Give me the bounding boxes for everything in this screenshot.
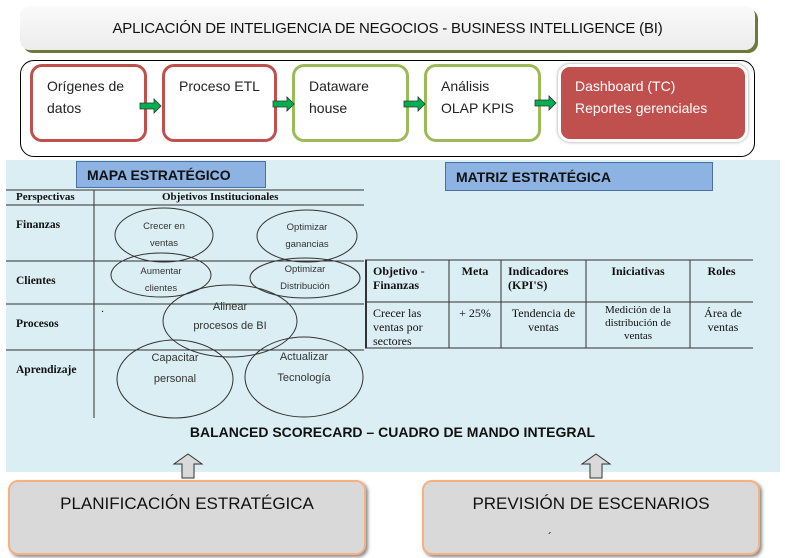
objective-line: Alinear (212, 301, 248, 313)
scorecard-panel (6, 160, 780, 472)
step-line: Proceso ETL (179, 78, 260, 94)
matrix-cell-indicador: Tendencia de ventas (511, 306, 576, 334)
step-dashboard: Dashboard (TC) Reportes gerenciales (558, 64, 748, 142)
step-olap: Análisis OLAP KPIS (424, 64, 541, 142)
matrix-header-iniciativas: Iniciativas (611, 264, 665, 278)
row-procesos: Procesos (16, 318, 59, 330)
header-perspectivas: Perspectivas (16, 191, 75, 203)
prevision-label: PREVISIÓN DE ESCENARIOS (472, 494, 710, 513)
arrow-right-icon (534, 95, 557, 111)
page-title: APLICACIÓN DE INTELIGENCIA DE NEGOCIOS -… (20, 6, 755, 50)
objective-line: ganancias (285, 239, 329, 250)
matriz-estrategica-label: MATRIZ ESTRATÉGICA (445, 162, 713, 191)
row-clientes: Clientes (16, 275, 56, 287)
objective-line: Crecer en (143, 221, 185, 232)
objective-alinear-procesos: Alinear procesos de BI (193, 298, 266, 336)
step-data-sources: Orígenes de datos (30, 64, 147, 142)
objective-ellipse (249, 257, 361, 299)
objective-crecer-ventas: Crecer en ventas (143, 218, 185, 252)
objective-aumentar-clientes: Aumentar clientes (140, 263, 181, 297)
objective-line: personal (153, 373, 197, 385)
planificacion-estrategica-box: PLANIFICACIÓN ESTRATÉGICA (8, 480, 366, 555)
objective-ellipse (114, 207, 214, 263)
matrix-header-meta: Meta (461, 264, 489, 278)
header-objetivos: Objetivos Institucionales (162, 191, 279, 203)
arrow-up-icon (172, 453, 204, 479)
step-line: house (309, 100, 348, 116)
objective-line: Capacitar (151, 352, 199, 364)
objective-line: Actualizar (279, 351, 329, 363)
stray-mark: ´ (548, 530, 552, 544)
matrix-header-roles: Roles (707, 264, 736, 278)
step-line: Orígenes de (47, 78, 125, 94)
step-line: Dataware (309, 78, 369, 94)
row-aprendizaje: Aprendizaje (16, 364, 77, 376)
step-line: OLAP KPIS (441, 100, 514, 116)
matrix-cell-rol: Área de ventas (704, 306, 742, 334)
objective-line: ventas (150, 238, 178, 249)
matrix-header-indicadores: Indicadores (KPI'S) (508, 264, 569, 292)
objective-line: Optimizar (286, 222, 328, 233)
arrow-right-icon (272, 96, 295, 112)
step-datawarehouse: Dataware house (292, 64, 409, 142)
objective-ellipse (162, 284, 298, 358)
objective-line: clientes (144, 283, 178, 294)
matrix-cell-iniciativa: Medición de la distribución de ventas (605, 304, 671, 342)
objective-ellipse (116, 339, 234, 419)
step-line: Análisis (441, 78, 490, 94)
objective-ellipse (256, 209, 358, 263)
arrow-up-icon (580, 453, 612, 479)
matrix-cell-meta: + 25% (459, 306, 491, 320)
prevision-escenarios-box: PREVISIÓN DE ESCENARIOS (422, 480, 760, 555)
matrix-cell-objetivo: Crecer las ventas por sectores (373, 306, 423, 348)
objective-line: Distribución (280, 281, 330, 292)
planificacion-label: PLANIFICACIÓN ESTRATÉGICA (60, 494, 314, 513)
row-finanzas: Finanzas (16, 219, 61, 231)
objective-line: procesos de BI (193, 320, 267, 332)
mapa-estrategico-label: MAPA ESTRATÉGICO (76, 161, 266, 188)
objective-line: Aumentar (140, 266, 182, 277)
arrow-right-icon (403, 96, 426, 112)
objective-line: Tecnología (277, 372, 331, 384)
step-line: Dashboard (TC) (575, 78, 676, 94)
objective-capacitar-personal: Capacitar personal (151, 348, 198, 390)
objective-optimizar-ganancias: Optimizar ganancias (285, 219, 328, 253)
objective-ellipse (110, 252, 212, 298)
objective-line: Optimizar (284, 264, 326, 275)
arrow-right-icon (139, 98, 162, 114)
step-line: datos (47, 100, 82, 116)
stray-dot: . (101, 303, 105, 315)
balanced-scorecard-title: BALANCED SCORECARD – CUADRO DE MANDO INT… (189, 424, 596, 440)
step-line: Reportes gerenciales (575, 100, 708, 116)
objective-ellipse (244, 336, 364, 418)
matrix-header-objetivo: Objetivo - Finanzas (373, 264, 425, 292)
